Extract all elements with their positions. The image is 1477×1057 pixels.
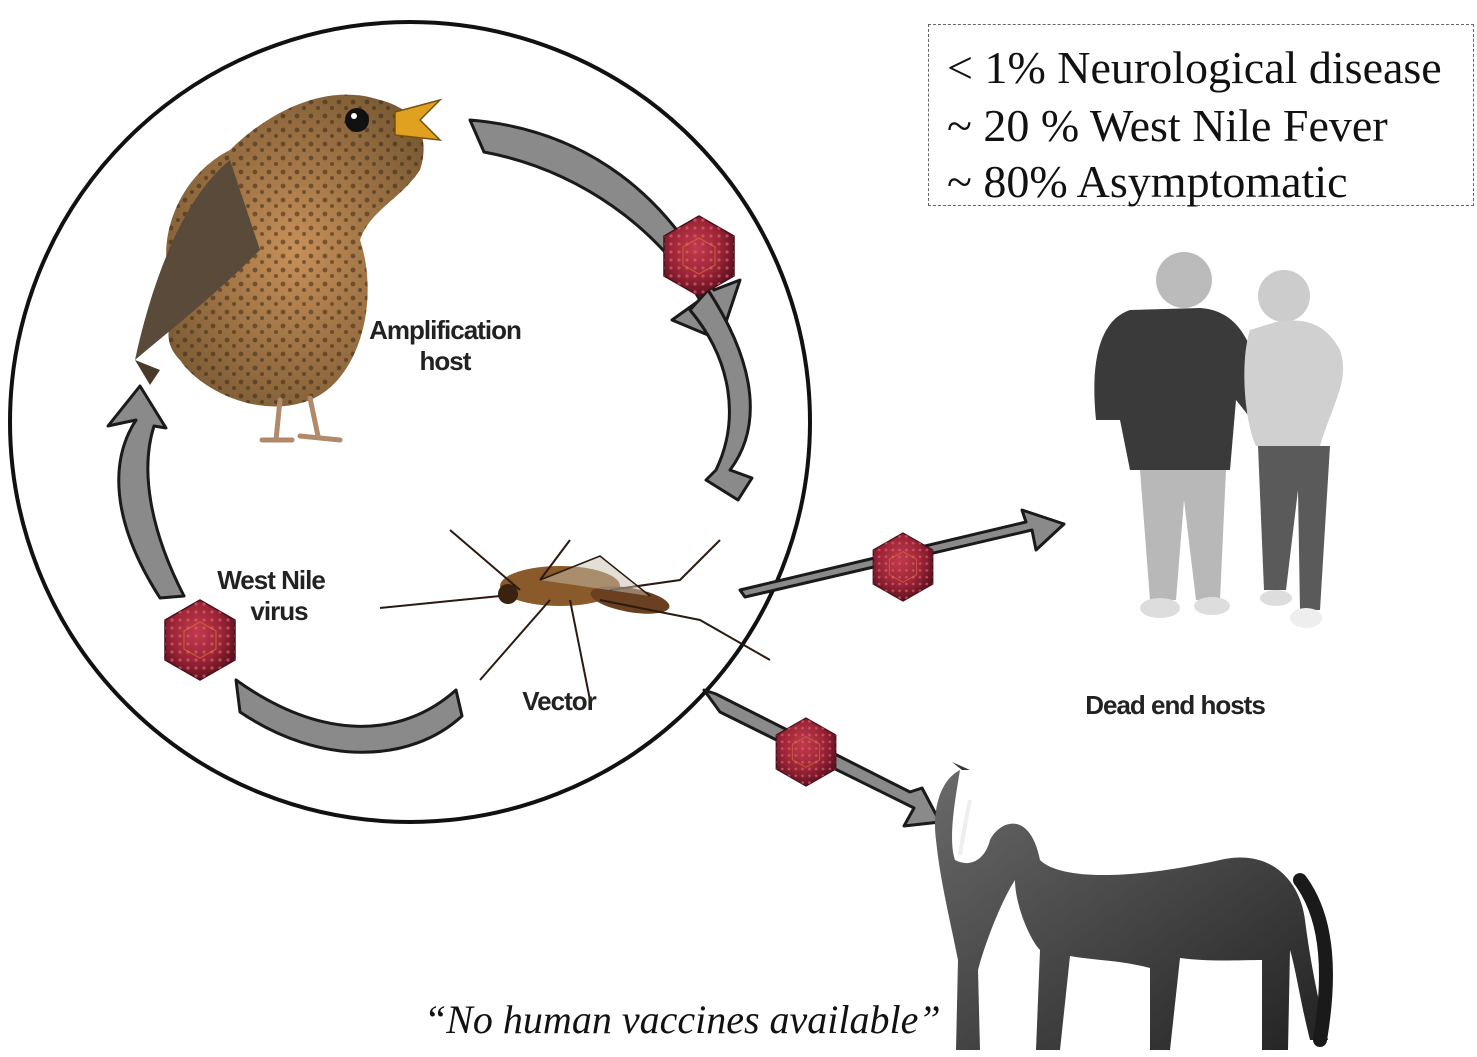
cycle-arrow-virus-to-bird [108,386,184,598]
cycle-arrow-into-vector [690,290,752,500]
west-nile-virus-label-line2: virus [196,596,346,627]
stat-west-nile-fever: ~ 20 % West Nile Fever [947,103,1388,149]
no-vaccines-quote: “No human vaccines available” [424,996,941,1043]
amplification-host-label-line2: host [350,346,540,377]
west-nile-virus-label-line1: West Nile [196,565,346,596]
vector-label: Vector [504,686,614,717]
west-nile-virus-label: West Nile virus [196,565,346,627]
horse-illustration [935,762,1328,1050]
amplification-host-label: Amplification host [350,315,540,377]
cycle-arrow-vector-to-virus [236,680,462,752]
stats-box: < 1% Neurological disease ~ 20 % West Ni… [928,24,1474,206]
amplification-host-label-line1: Amplification [350,315,540,346]
virus-particle-icon [873,533,933,601]
stat-neurological-disease: < 1% Neurological disease [947,45,1442,91]
bird-illustration [135,95,440,440]
stat-asymptomatic: ~ 80% Asymptomatic [947,159,1348,205]
walking-couple-illustration [1094,252,1343,628]
dead-end-hosts-label: Dead end hosts [1060,690,1290,721]
mosquito-illustration [380,530,770,700]
